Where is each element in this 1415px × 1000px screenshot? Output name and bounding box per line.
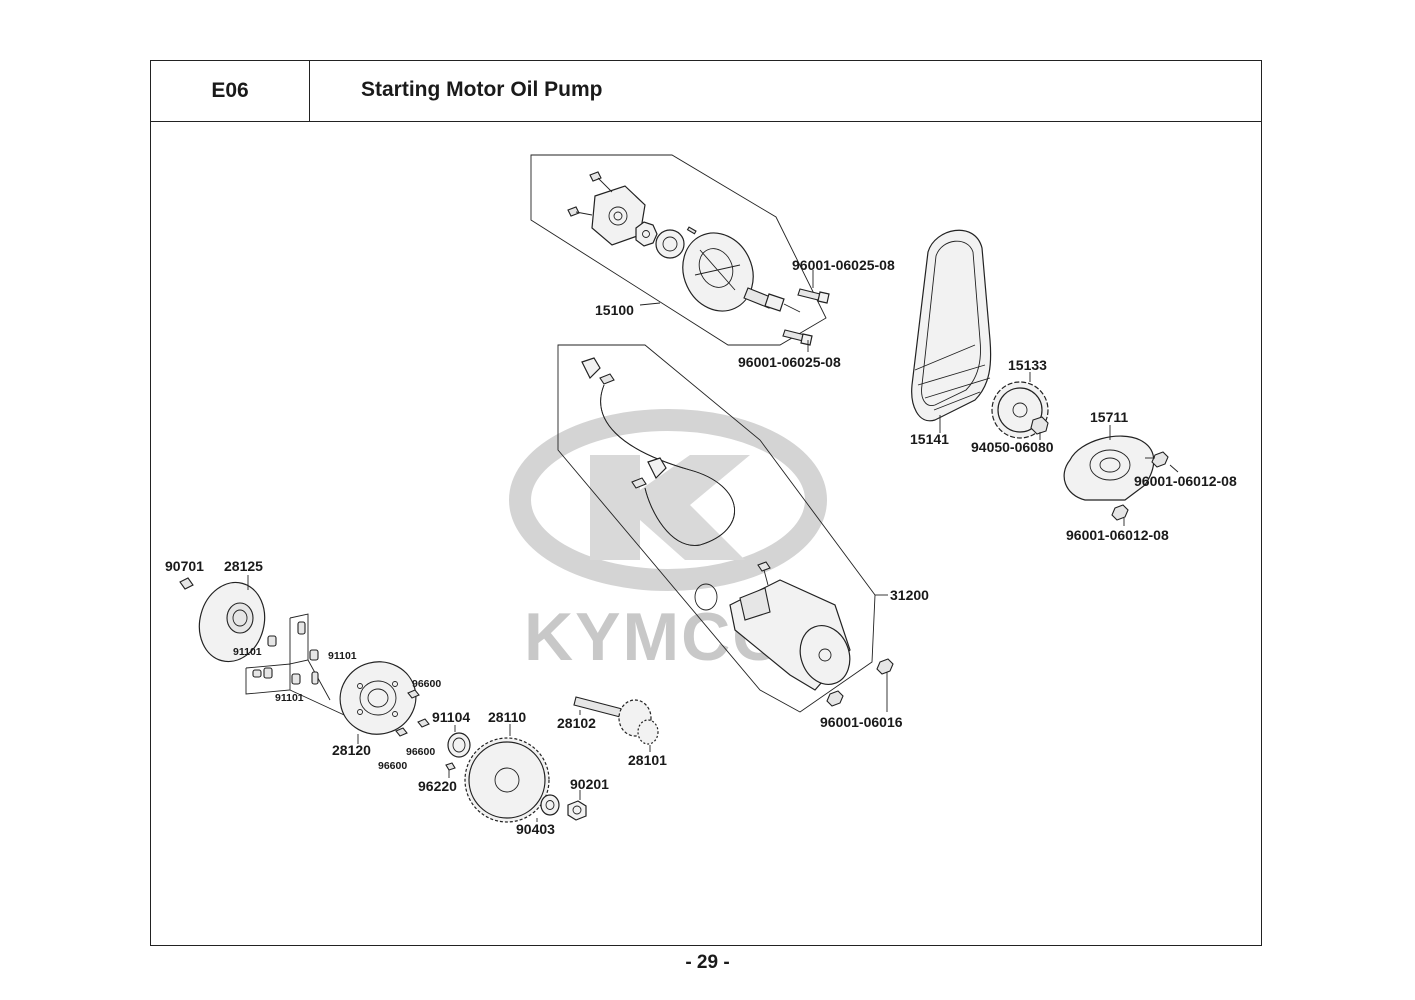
page-number: - 29 - (685, 952, 730, 973)
label-plate-bolt-lower: 96001-06012-08 (1066, 527, 1169, 543)
label-key: 90701 (165, 558, 204, 574)
starter-clutch-group (179, 575, 659, 823)
header-divider (150, 121, 1262, 122)
label-bolt-96600-a: 96600 (412, 678, 441, 690)
label-roller-b: 91101 (328, 650, 357, 662)
page-title: Starting Motor Oil Pump (361, 78, 603, 101)
section-code-cell (150, 60, 310, 122)
label-oil-pump: 15100 (595, 302, 634, 318)
label-sprocket: 15133 (1008, 357, 1047, 373)
label-washer: 90403 (516, 821, 555, 837)
label-bolt-pump-upper: 96001-06025-08 (792, 257, 895, 273)
label-starter-gear: 28110 (488, 709, 526, 725)
label-roller-c: 91101 (275, 692, 304, 704)
label-idle-shaft: 28102 (557, 715, 596, 731)
label-bolt-pump-lower: 96001-06025-08 (738, 354, 841, 370)
label-bolt-96600-b: 96600 (406, 746, 435, 758)
label-pin: 96220 (418, 778, 457, 794)
section-code: E06 (211, 79, 249, 102)
label-pump-plate: 15711 (1090, 409, 1128, 425)
label-roller-a: 91101 (233, 646, 262, 658)
label-starting-motor: 31200 (890, 587, 929, 603)
starting-motor (557, 344, 894, 713)
label-clutch-outer: 28120 (332, 742, 371, 758)
label-clutch-plate: 28125 (224, 558, 263, 574)
diagram-frame (150, 60, 1262, 946)
pump-plate (1063, 425, 1179, 526)
label-nut: 90201 (570, 776, 609, 792)
label-plate-bolt-right: 96001-06012-08 (1134, 473, 1237, 489)
sprocket (991, 372, 1049, 440)
label-sprocket-nut: 94050-06080 (971, 439, 1054, 455)
label-bolt-96600-c: 96600 (378, 760, 407, 772)
oil-pump-assembly (530, 154, 830, 352)
drive-chain (911, 229, 992, 433)
label-needle-bearing: 91104 (432, 709, 470, 725)
label-drive-chain: 15141 (910, 431, 949, 447)
label-idle-gear: 28101 (628, 752, 667, 768)
label-motor-bolt: 96001-06016 (820, 714, 903, 730)
